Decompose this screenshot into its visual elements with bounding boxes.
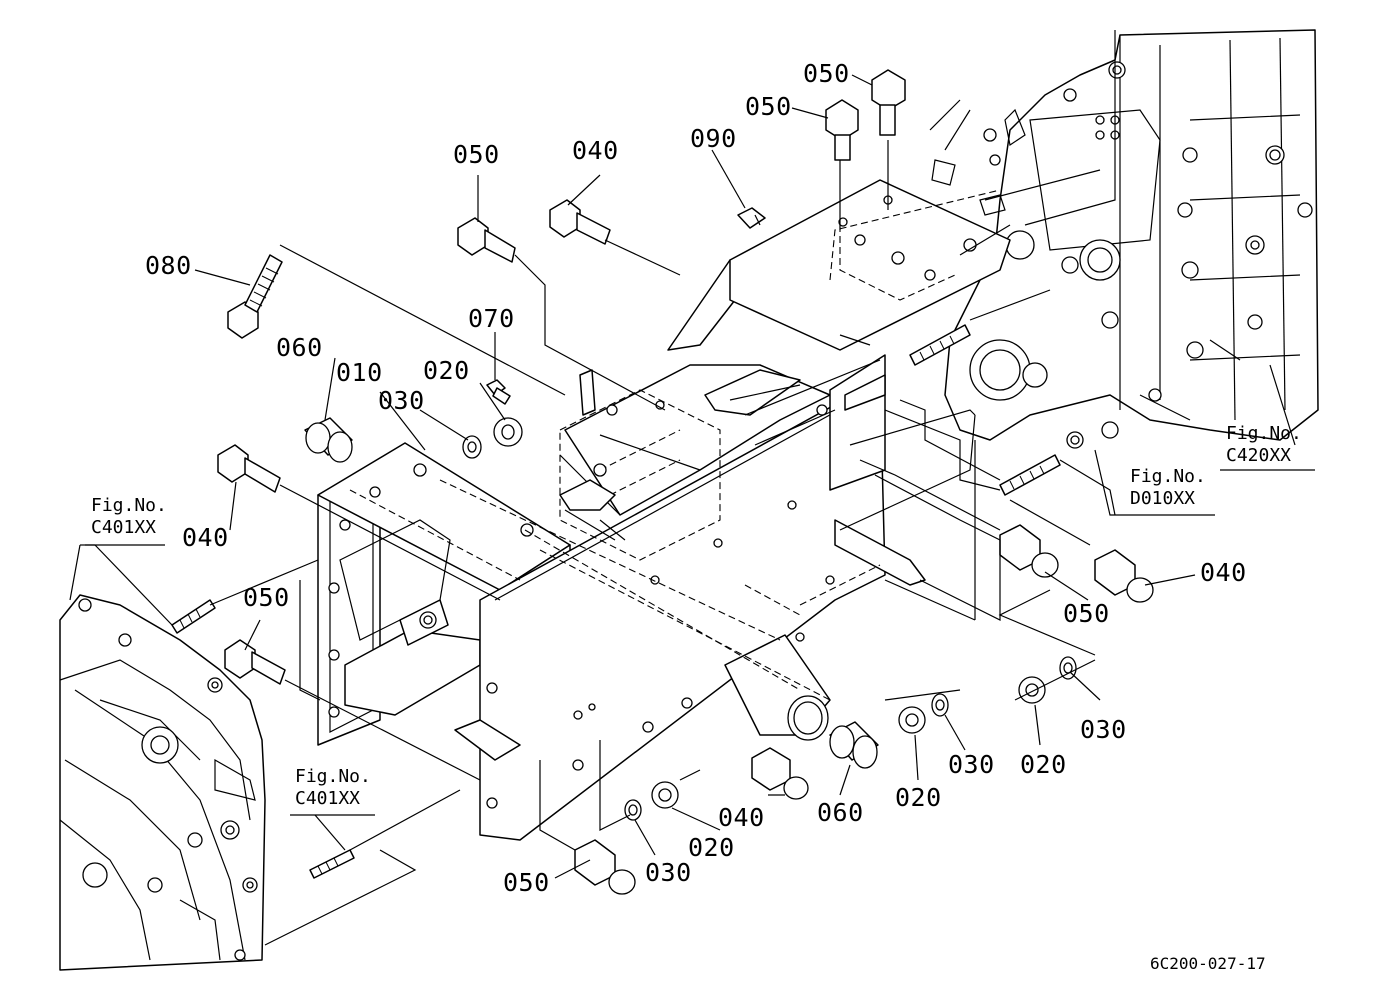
part-label-050: 050 [745, 92, 792, 121]
part-label-080: 080 [145, 251, 192, 280]
part-label-010: 010 [336, 358, 383, 387]
label-leaders [194, 74, 1196, 879]
part-label-030: 030 [1080, 715, 1127, 744]
figure-ref-line1: Fig.No. [295, 766, 371, 787]
part-label-050: 050 [243, 583, 290, 612]
main-bracket [317, 179, 1011, 841]
studs [171, 324, 1061, 879]
part-label-030: 030 [948, 750, 995, 779]
part-label-020: 020 [895, 783, 942, 812]
assembly-lines [69, 30, 1315, 946]
figure-ref-code: C401XX [295, 788, 361, 809]
part-label-040: 040 [572, 136, 619, 165]
figure-ref-line1: Fig.No. [91, 495, 167, 516]
part-label-050: 050 [453, 140, 500, 169]
part-label-040: 040 [718, 803, 765, 832]
figure-ref-code: D010XX [1130, 488, 1196, 509]
figure-ref-c420xx: Fig.No. C420XX [1226, 423, 1302, 467]
figure-ref-line1: Fig.No. [1130, 466, 1206, 487]
transmission-housing [929, 29, 1319, 449]
part-label-040: 040 [1200, 558, 1247, 587]
part-label-090: 090 [690, 124, 737, 153]
part-label-050: 050 [1063, 599, 1110, 628]
part-label-060: 060 [817, 798, 864, 827]
figure-ref-c401xx: Fig.No. C401XX [91, 495, 167, 539]
part-label-020: 020 [423, 356, 470, 385]
bushings-nuts-washers [304, 379, 1077, 821]
part-label-040: 040 [182, 523, 229, 552]
part-label-020: 020 [688, 833, 735, 862]
part-label-060: 060 [276, 333, 323, 362]
part-label-030: 030 [645, 858, 692, 887]
part-label-030: 030 [378, 386, 425, 415]
engine-block [59, 594, 266, 971]
figure-ref-code: C420XX [1226, 445, 1292, 466]
part-label-020: 020 [1020, 750, 1067, 779]
part-label-070: 070 [468, 304, 515, 333]
part-label-050: 050 [803, 59, 850, 88]
figure-ref-d010xx: Fig.No. D010XX [1130, 466, 1206, 510]
figure-ref-code: C401XX [91, 517, 157, 538]
figure-ref-c401xx: Fig.No. C401XX [295, 766, 371, 810]
bolts [217, 69, 1154, 895]
drawing-code: 6C200-027-17 [1150, 954, 1266, 973]
figure-ref-line1: Fig.No. [1226, 423, 1302, 444]
part-label-050: 050 [503, 868, 550, 897]
